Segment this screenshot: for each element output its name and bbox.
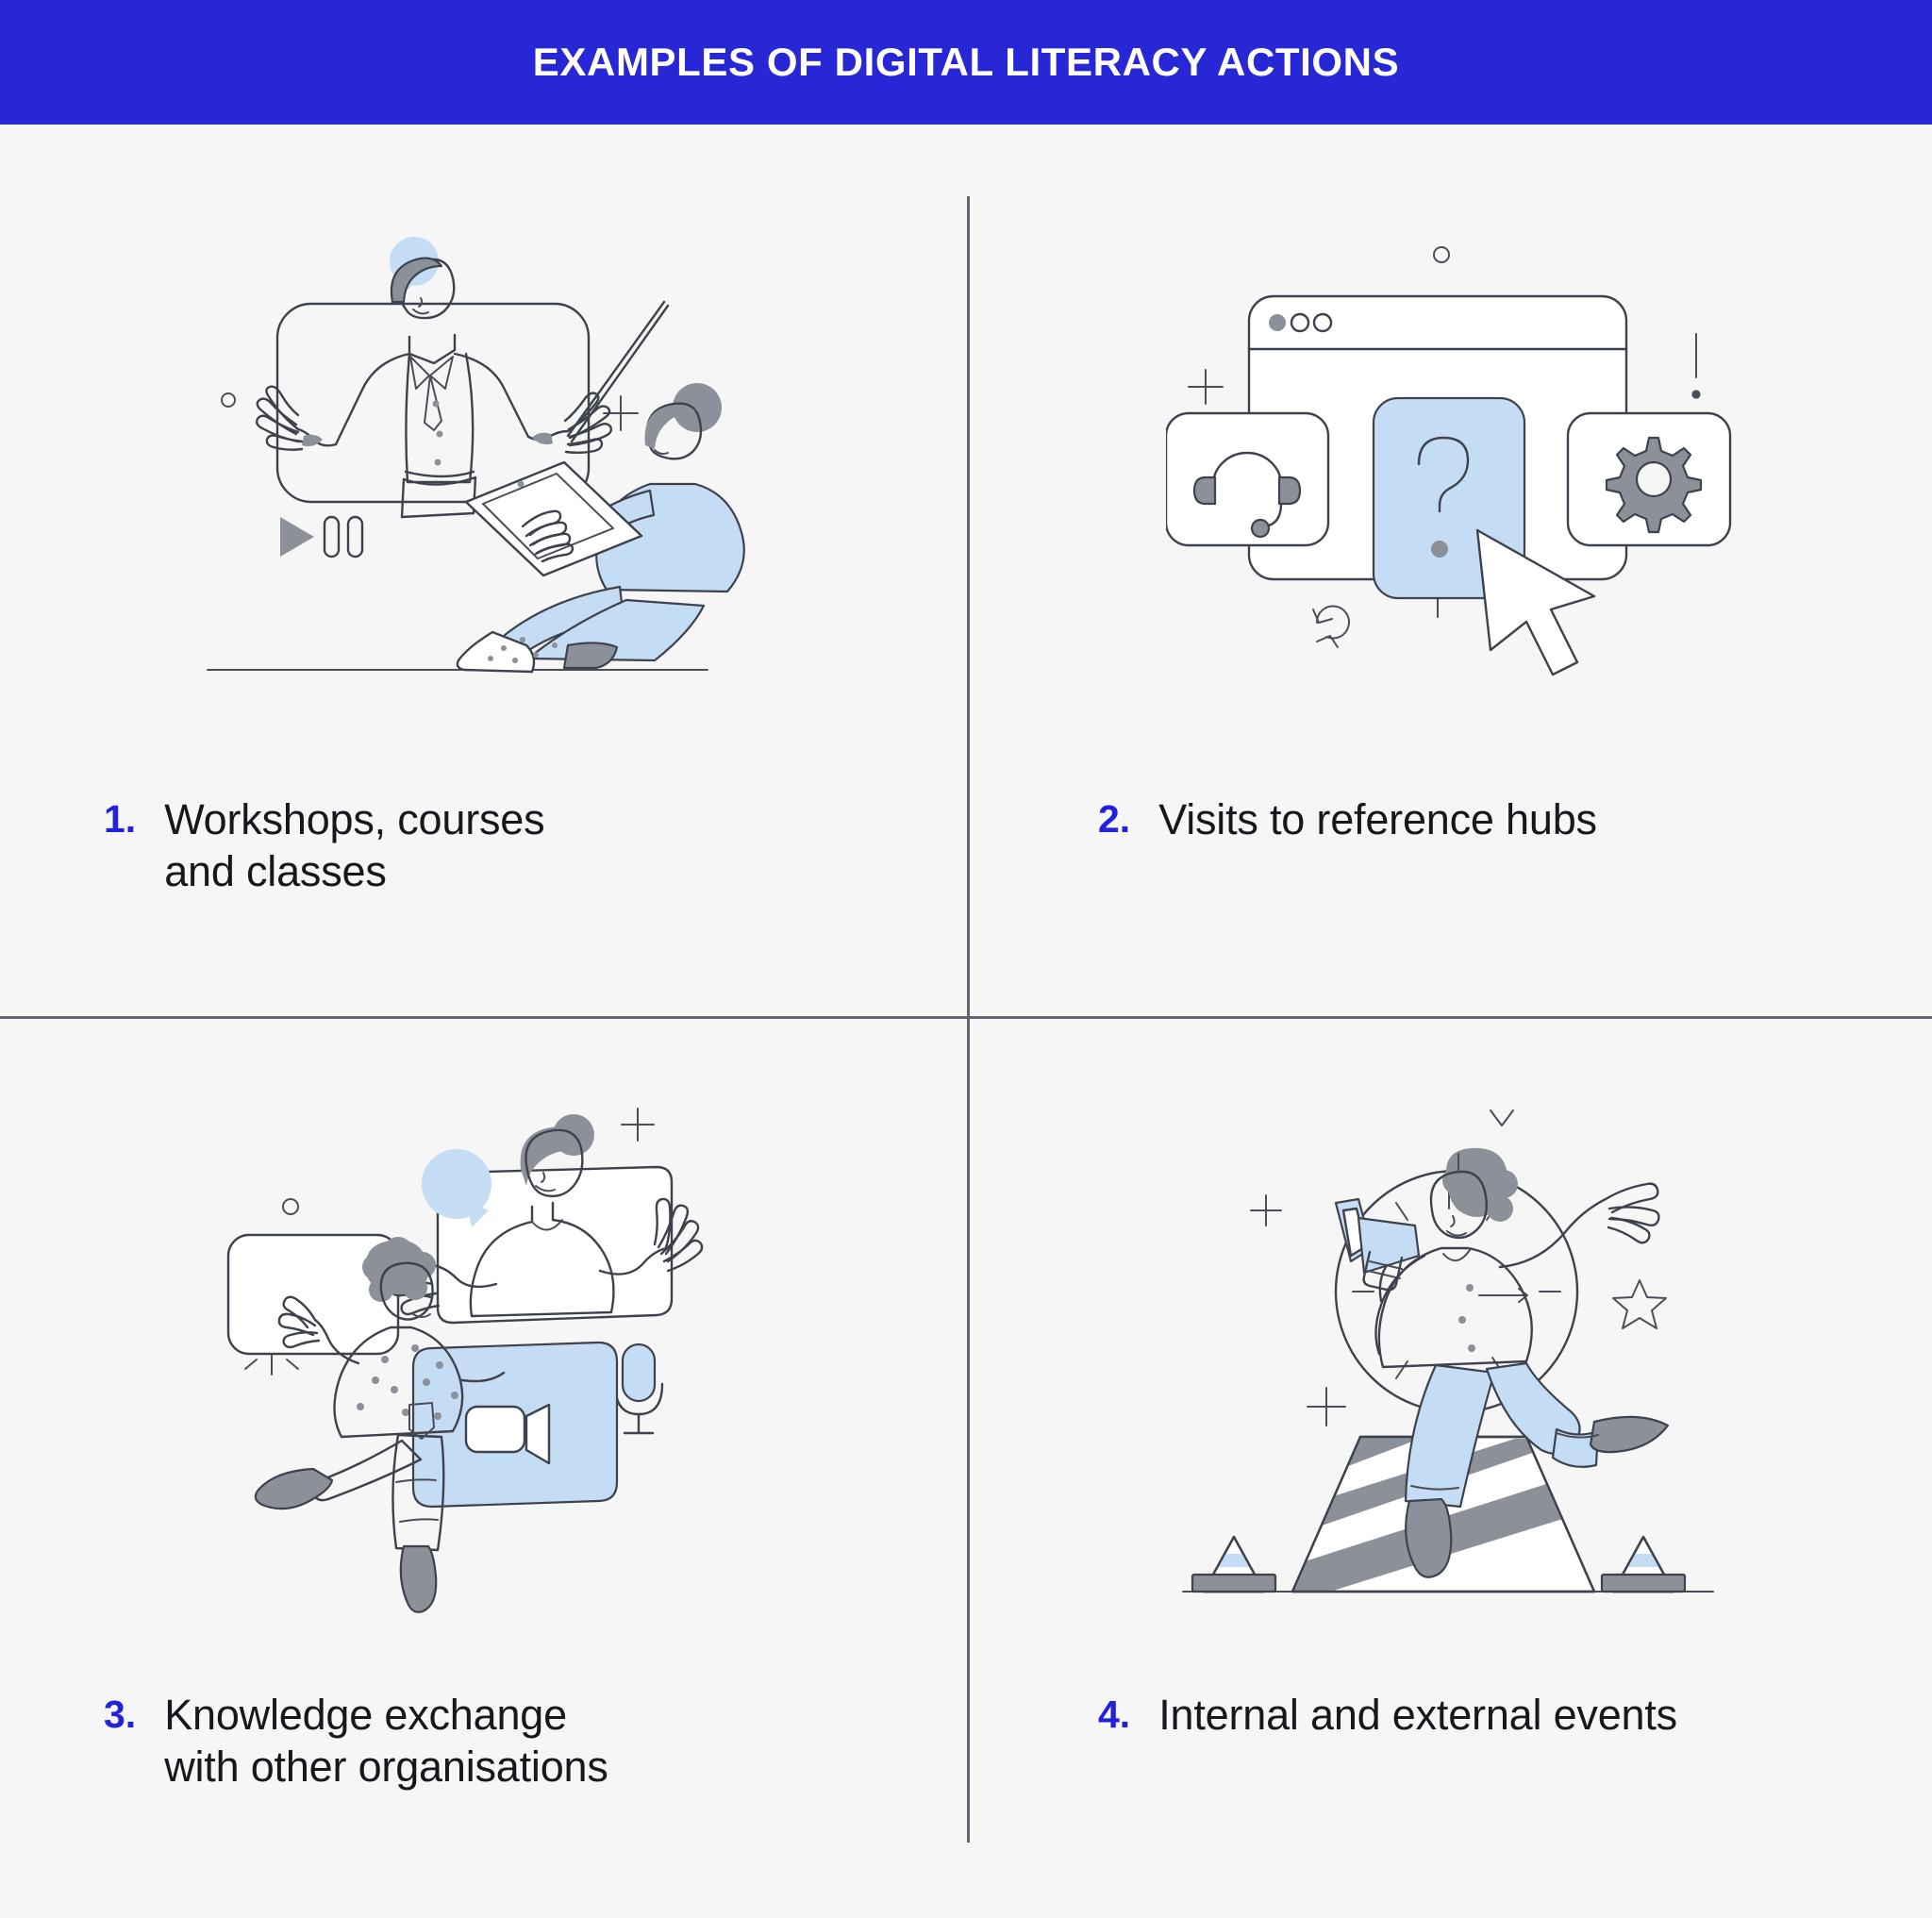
header-banner: EXAMPLES OF DIGITAL LITERACY ACTIONS <box>0 0 1932 125</box>
video-screen <box>275 302 591 504</box>
knowledge-exchange-illustration <box>0 1048 966 1671</box>
item-number: 1. <box>104 797 137 841</box>
megaphone <box>1334 1197 1421 1292</box>
item-number: 4. <box>1098 1693 1131 1736</box>
camera-card <box>411 1341 619 1509</box>
plus-decoration <box>1188 369 1224 405</box>
play-icon <box>280 517 314 557</box>
pointing-person <box>1374 1147 1670 1578</box>
horizontal-divider <box>0 1016 1932 1019</box>
speech-bubble <box>422 1149 491 1227</box>
microphone-icon <box>613 1343 664 1435</box>
item-label-line: and classes <box>164 846 387 895</box>
reference-hub-illustration <box>966 153 1932 776</box>
quadrant-3: 3. Knowledge exchange with other organis… <box>0 1020 966 1916</box>
tablet-device <box>464 460 643 577</box>
reference-hub-svg <box>1166 246 1732 676</box>
item-label-line: Knowledge exchange <box>164 1691 567 1739</box>
plus-decoration <box>621 1108 655 1142</box>
circle-decoration <box>221 392 236 408</box>
circle-decoration <box>1433 246 1450 263</box>
events-illustration <box>966 1048 1932 1671</box>
quadrant-4: 4. Internal and external events <box>966 1020 1932 1916</box>
item-number: 2. <box>1098 797 1131 841</box>
star-decoration <box>1612 1279 1667 1329</box>
item-label-line: Internal and external events <box>1158 1691 1677 1739</box>
item-label: Visits to reference hubs <box>1158 794 1597 846</box>
headset-card <box>1166 411 1330 547</box>
plus-decoration-small <box>1250 1194 1282 1226</box>
item-label-line: with other organisations <box>164 1742 608 1791</box>
item-label-line: Visits to reference hubs <box>1158 795 1597 843</box>
gear-card <box>1566 411 1732 547</box>
seated-student-figure <box>456 383 745 674</box>
caption-1: 1. Workshops, courses and classes <box>104 794 545 898</box>
arrow-decoration <box>1478 1288 1528 1303</box>
traffic-cone-left <box>1191 1535 1277 1593</box>
exclamation-decoration <box>1691 333 1701 399</box>
item-label: Internal and external events <box>1158 1690 1677 1742</box>
refresh-decoration <box>1312 605 1350 648</box>
circle-decoration <box>282 1198 299 1215</box>
online-class-illustration <box>0 153 966 776</box>
events-svg <box>1182 1109 1714 1593</box>
quadrant-1: 1. Workshops, courses and classes <box>0 125 966 1021</box>
chevron-decoration <box>1490 1109 1514 1126</box>
knowledge-exchange-svg <box>226 1108 704 1613</box>
quadrant-2: 2. Visits to reference hubs <box>966 125 1932 1021</box>
presenter-figure <box>255 257 670 519</box>
page-title: EXAMPLES OF DIGITAL LITERACY ACTIONS <box>532 40 1400 84</box>
item-number: 3. <box>104 1693 137 1736</box>
caption-3: 3. Knowledge exchange with other organis… <box>104 1690 608 1793</box>
item-label: Knowledge exchange with other organisati… <box>164 1690 608 1793</box>
caption-4: 4. Internal and external events <box>1098 1690 1677 1742</box>
cursor-arrow <box>1475 528 1596 676</box>
traffic-cone-right <box>1600 1535 1687 1593</box>
person-curly-hair <box>254 1237 506 1613</box>
online-class-svg <box>207 237 745 674</box>
caption-2: 2. Visits to reference hubs <box>1098 794 1597 846</box>
plus-decoration <box>1307 1387 1346 1426</box>
window-dots <box>1269 312 1333 333</box>
vertical-divider <box>967 196 970 1843</box>
item-label-line: Workshops, courses <box>164 795 545 843</box>
pause-icon <box>323 515 364 559</box>
item-label: Workshops, courses and classes <box>164 794 544 898</box>
